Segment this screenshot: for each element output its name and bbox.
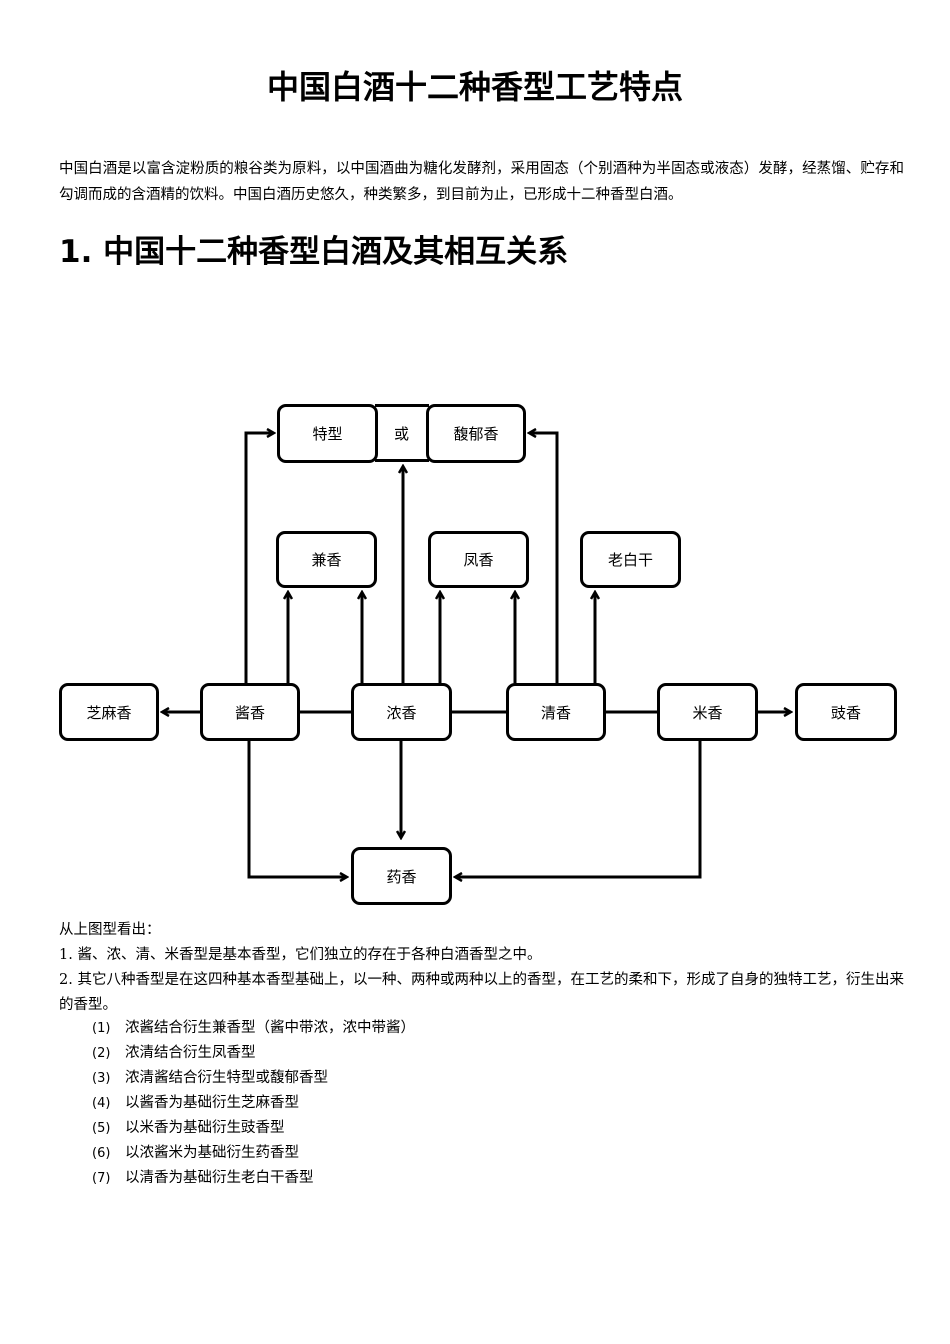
arrow-jiang-to-te: [244, 433, 274, 683]
intro-paragraph: 中国白酒是以富含淀粉质的粮谷类为原料，以中国酒曲为糖化发酵剂，采用固态（个别酒种…: [59, 161, 904, 203]
node-label: 米香: [692, 703, 723, 722]
arrow-mi-to-yao: [455, 740, 702, 877]
list-text: 浓清结合衍生凤香型: [125, 1045, 256, 1061]
node-qing: 清香: [506, 683, 606, 741]
node-label: 药香: [386, 867, 417, 886]
node-te: 特型: [277, 404, 378, 463]
arrow-qing-to-fuyu: [529, 433, 559, 683]
list-text: 浓酱结合衍生兼香型（酱中带浓，浓中带酱）: [125, 1020, 415, 1036]
node-jiang: 酱香: [200, 683, 300, 741]
node-chi: 豉香: [795, 683, 897, 741]
list-number: (1): [92, 1021, 111, 1036]
arrow-jiang-to-yao: [247, 740, 347, 877]
list-text: 以酱香为基础衍生芝麻香型: [125, 1095, 299, 1111]
node-label: 特型: [312, 425, 343, 443]
node-yao: 药香: [351, 847, 452, 905]
list-item: (3) 浓清酱结合衍生特型或馥郁香型: [92, 1066, 328, 1091]
or-label: 或: [394, 425, 410, 443]
node-label: 兼香: [311, 551, 342, 569]
node-zhima: 芝麻香: [59, 683, 159, 741]
node-label: 酱香: [234, 703, 265, 722]
node-nong: 浓香: [351, 683, 452, 741]
node-feng: 凤香: [428, 531, 529, 588]
node-label: 馥郁香: [453, 425, 499, 443]
node-label: 豉香: [830, 703, 861, 722]
list-number: (7): [92, 1171, 111, 1186]
node-label: 芝麻香: [86, 703, 132, 722]
list-number: (3): [92, 1071, 111, 1086]
node-laobaigan: 老白干: [580, 531, 681, 588]
list-item: (4) 以酱香为基础衍生芝麻香型: [92, 1091, 299, 1116]
list-item: (5) 以米香为基础衍生豉香型: [92, 1116, 285, 1141]
node-mi: 米香: [657, 683, 758, 741]
or-connector: [375, 404, 429, 462]
node-label: 浓香: [386, 703, 417, 722]
section-heading: 1. 中国十二种香型白酒及其相互关系: [59, 234, 569, 270]
conclusion-point-1: 1. 酱、浓、清、米香型是基本香型，它们独立的存在于各种白酒香型之中。: [59, 947, 542, 963]
list-text: 以清香为基础衍生老白干香型: [125, 1170, 314, 1186]
list-item: (1) 浓酱结合衍生兼香型（酱中带浓，浓中带酱）: [92, 1016, 415, 1041]
list-number: (5): [92, 1121, 111, 1136]
list-number: (4): [92, 1096, 111, 1111]
conclusion-point-2: 2. 其它八种香型是在这四种基本香型基础上，以一种、两种或两种以上的香型，在工艺…: [59, 972, 904, 1013]
conclusion-lead: 从上图型看出：: [59, 922, 161, 938]
list-item: (2) 浓清结合衍生凤香型: [92, 1041, 256, 1066]
list-text: 浓清酱结合衍生特型或馥郁香型: [125, 1070, 328, 1086]
list-text: 以米香为基础衍生豉香型: [125, 1120, 285, 1136]
node-label: 老白干: [607, 551, 653, 569]
node-jian: 兼香: [276, 531, 377, 588]
node-label: 清香: [540, 703, 571, 722]
list-number: (2): [92, 1046, 111, 1061]
list-text: 以浓酱米为基础衍生药香型: [125, 1145, 299, 1161]
list-item: (6) 以浓酱米为基础衍生药香型: [92, 1141, 299, 1166]
node-fuyu: 馥郁香: [426, 404, 526, 463]
list-number: (6): [92, 1146, 111, 1161]
document-title: 中国白酒十二种香型工艺特点: [266, 68, 683, 106]
list-item: (7) 以清香为基础衍生老白干香型: [92, 1166, 314, 1191]
node-label: 凤香: [463, 551, 494, 569]
